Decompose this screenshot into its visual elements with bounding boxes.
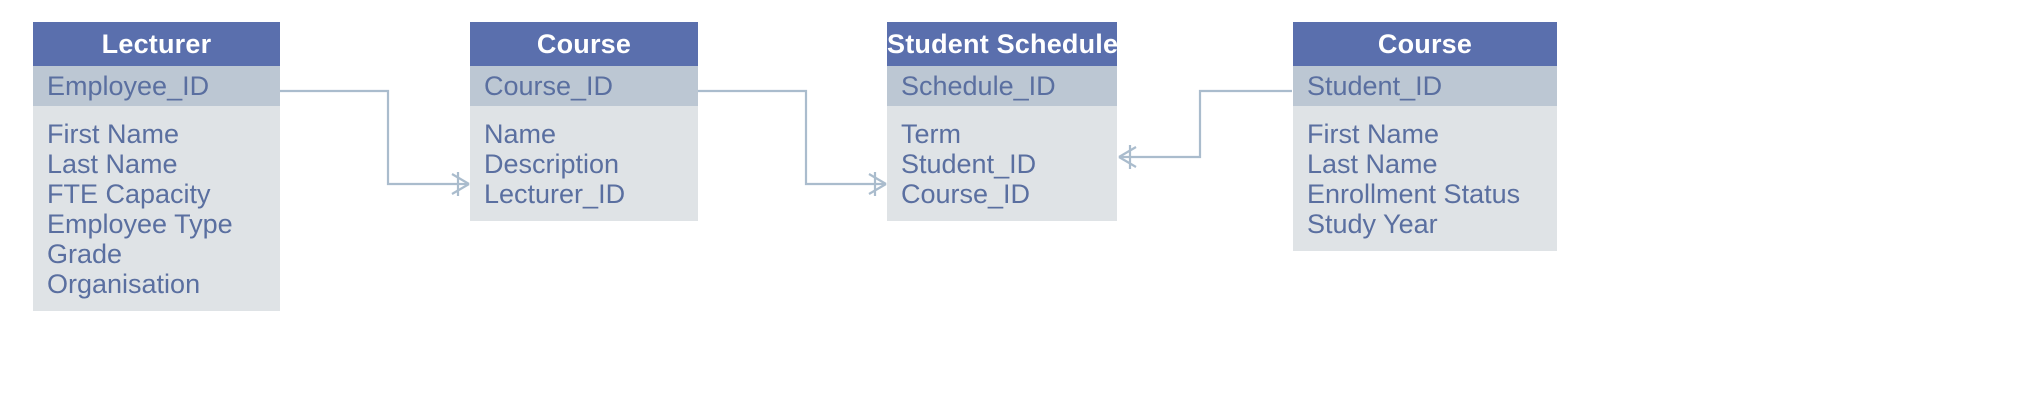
entity-field[interactable]: Name [484,119,557,149]
crowsfoot-many-student-schedule-right [1118,145,1137,169]
entity-field[interactable]: Study Year [1307,209,1438,239]
entity-field[interactable]: Student_ID [901,149,1037,179]
entity-student-schedule-fields: Term Student_ID Course_ID [887,106,1117,221]
entity-field[interactable]: Organisation [47,269,201,299]
relationship-course-to-student-schedule[interactable] [698,89,887,196]
relationship-lecturer-to-course[interactable] [280,89,470,196]
entity-field[interactable]: Employee Type [47,209,233,239]
entity-field[interactable]: Description [484,149,620,179]
entity-course[interactable]: Course Course_ID Name Description Lectur… [470,22,698,221]
entity-field[interactable]: Grade [47,239,123,269]
entity-lecturer-title: Lecturer [33,22,280,66]
entity-student-schedule-title: Student Schedule [887,22,1117,66]
entity-course-student-primary-key[interactable]: Student_ID [1293,66,1557,106]
entity-course-student-fields: First Name Last Name Enrollment Status S… [1293,106,1557,251]
entity-lecturer-fields: First Name Last Name FTE Capacity Employ… [33,106,280,311]
entity-field[interactable]: First Name [47,119,180,149]
entity-lecturer[interactable]: Lecturer Employee_ID First Name Last Nam… [33,22,280,311]
entity-student-schedule[interactable]: Student Schedule Schedule_ID Term Studen… [887,22,1117,221]
relationship-student-schedule-to-course-student[interactable] [1118,89,1292,169]
entity-course-student-title: Course [1293,22,1557,66]
entity-field[interactable]: Lecturer_ID [484,179,626,209]
entity-field[interactable]: Course_ID [901,179,1031,209]
entity-course-title: Course [470,22,698,66]
entity-student-schedule-primary-key[interactable]: Schedule_ID [887,66,1117,106]
entity-field[interactable]: First Name [1307,119,1440,149]
crowsfoot-many-course [451,172,470,196]
entity-field[interactable]: Enrollment Status [1307,179,1521,209]
crowsfoot-many-student-schedule [868,172,887,196]
entity-field[interactable]: Last Name [1307,149,1438,179]
entity-course-fields: Name Description Lecturer_ID [470,106,698,221]
entity-lecturer-primary-key[interactable]: Employee_ID [33,66,280,106]
entity-field[interactable]: Last Name [47,149,178,179]
entity-course-student[interactable]: Course Student_ID First Name Last Name E… [1293,22,1557,251]
entity-field[interactable]: FTE Capacity [47,179,211,209]
entity-course-primary-key[interactable]: Course_ID [470,66,698,106]
entity-field[interactable]: Term [901,119,961,149]
